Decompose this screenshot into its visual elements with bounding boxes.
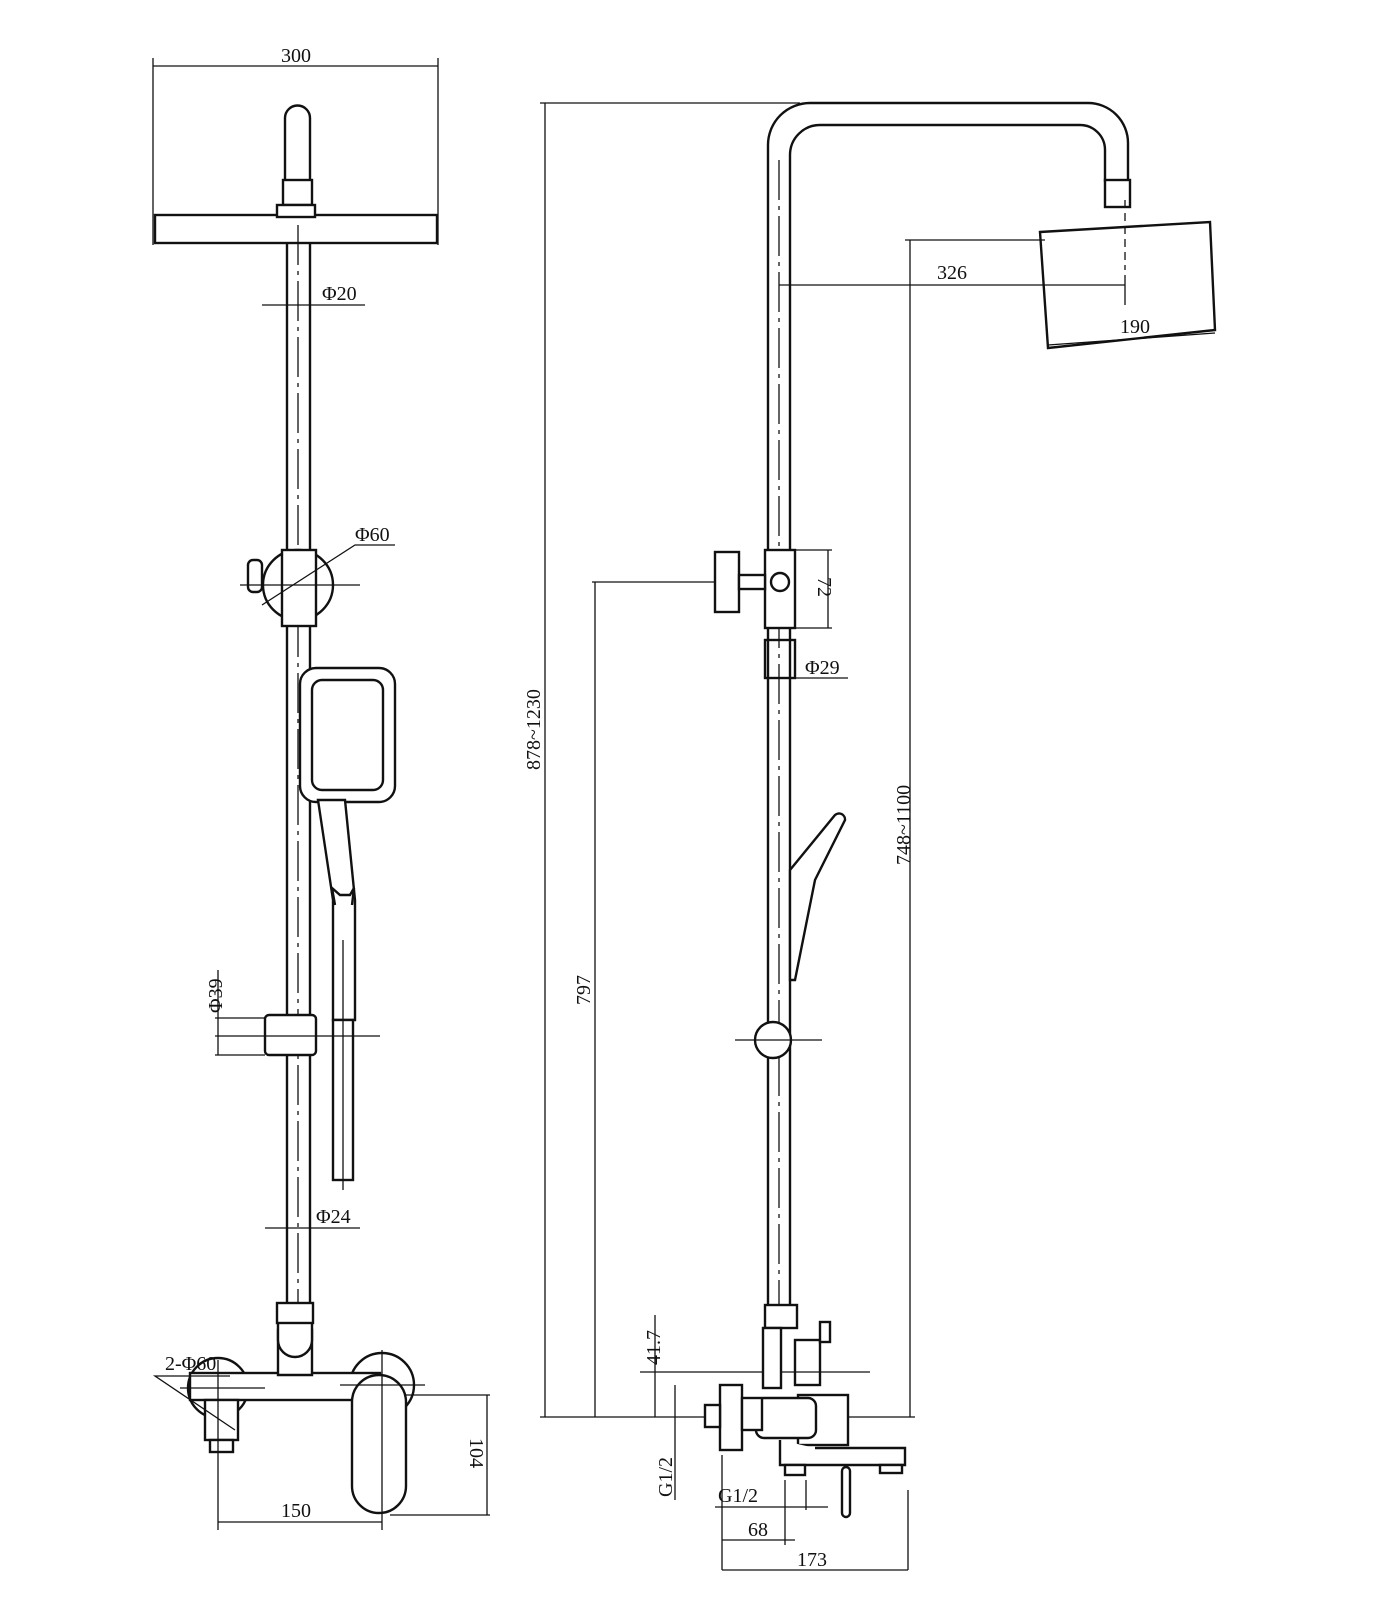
label-overall-width: 300 [281, 45, 311, 67]
dim-spout-reach: 173 [722, 1490, 909, 1571]
label-diverter-body: 72 [813, 577, 835, 597]
dim-outlet-thread: G1/2 [715, 1485, 828, 1508]
hand-shower [298, 666, 397, 1190]
label-pipe-upper: Φ20 [322, 283, 357, 305]
slider-side [735, 1020, 822, 1060]
rain-shower-head [153, 104, 439, 245]
label-diverter-height: 797 [573, 975, 595, 1005]
dim-pipe-upper: Φ20 [262, 283, 365, 306]
label-inlet-depth: 68 [748, 1519, 768, 1541]
dim-inlet-thread: G1/2 [655, 1385, 677, 1500]
label-diverter-diameter: Φ60 [355, 524, 390, 546]
label-spout-offset: 41.7 [643, 1330, 665, 1365]
dim-total-height: 878~1230 [523, 102, 915, 1418]
slider-bracket: Φ39 [205, 970, 380, 1057]
label-escutcheon: 2-Φ60 [165, 1353, 216, 1375]
label-slider-diameter: Φ39 [205, 978, 227, 1013]
label-pipe-side: Φ29 [805, 657, 840, 679]
label-spout-reach: 173 [797, 1549, 827, 1571]
label-head-size: 190 [1120, 316, 1150, 338]
label-head-height: 748~1100 [893, 785, 915, 865]
label-arm-reach: 326 [937, 262, 967, 284]
dim-diverter-height: 797 [573, 581, 740, 1417]
label-mixer-height: 104 [465, 1438, 487, 1468]
dim-head-height: 748~1100 [893, 239, 1045, 1417]
label-inlet-spacing: 150 [281, 1500, 311, 1522]
dim-pipe-lower: Φ24 [265, 1206, 360, 1229]
label-outlet-thread: G1/2 [718, 1485, 758, 1507]
bath-mixer [640, 1303, 907, 1545]
dim-arm-reach: 326 [779, 262, 1126, 305]
dim-spout-offset: 41.7 [643, 1315, 665, 1417]
label-inlet-thread: G1/2 [655, 1457, 677, 1497]
label-pipe-lower: Φ24 [316, 1206, 351, 1228]
label-total-height: 878~1230 [523, 689, 545, 770]
dim-inlet-depth: 68 [721, 1455, 795, 1570]
dim-overall-width: 300 [152, 45, 439, 245]
dim-mixer-height: 104 [390, 1394, 490, 1516]
dim-head-size: 190 [1047, 316, 1216, 346]
diverter: Φ60 [240, 524, 395, 628]
dim-pipe-side: Φ29 [763, 638, 848, 680]
shower-head-side [1038, 178, 1217, 350]
mixer-valve: 2-Φ60 [152, 1301, 425, 1530]
riser-pipe-side [766, 101, 1130, 1320]
diverter-side: 72 [713, 548, 835, 630]
front-view: 300 Φ20 Φ60 [152, 45, 490, 1530]
dim-inlet-spacing: 150 [218, 1500, 382, 1523]
side-view: 878~1230 797 326 190 748~ [523, 101, 1217, 1571]
hand-shower-side [788, 812, 847, 982]
